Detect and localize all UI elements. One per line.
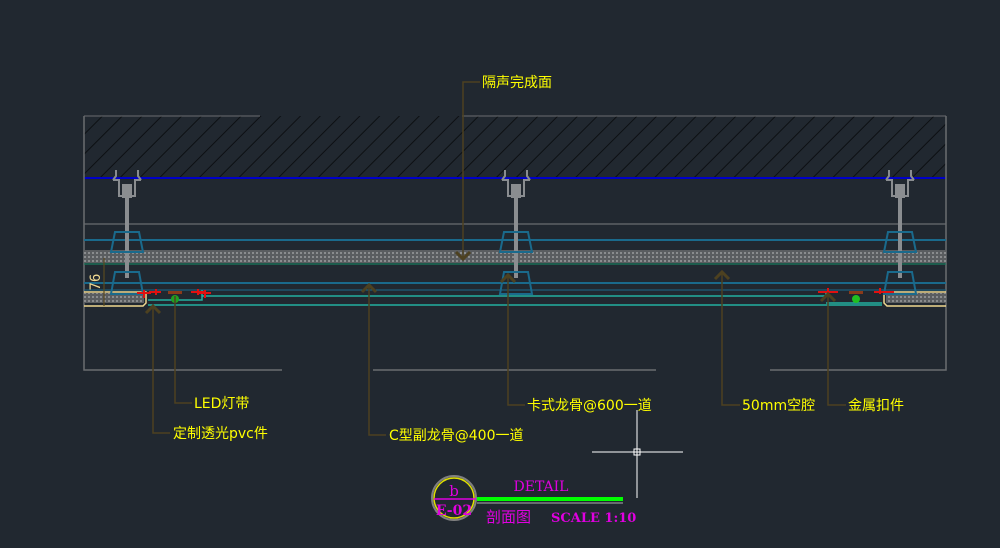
svg-text:76: 76 bbox=[88, 274, 104, 291]
label-metal-clip: 金属扣件 bbox=[848, 398, 904, 414]
bubble-detail-id: b bbox=[449, 482, 459, 500]
label-c-channel: C型副龙骨@400一道 bbox=[389, 428, 524, 444]
hanger-center bbox=[498, 168, 534, 296]
hanger-right bbox=[882, 168, 918, 296]
label-finish-surface: 隔声完成面 bbox=[482, 75, 552, 91]
detail-heading: DETAIL bbox=[514, 479, 569, 495]
concrete-slab bbox=[84, 115, 946, 179]
leader-lines bbox=[144, 81, 846, 436]
section-name: 剖面图 bbox=[486, 508, 531, 526]
title-block: b E-02 DETAIL 剖面图 SCALE 1:10 bbox=[431, 475, 636, 526]
label-led-strip: LED灯带 bbox=[194, 396, 249, 412]
hanger-left bbox=[109, 168, 145, 296]
label-pvc-part: 定制透光pvc件 bbox=[173, 426, 268, 442]
bubble-sheet-id: E-02 bbox=[436, 503, 472, 519]
label-card-keel: 卡式龙骨@600一道 bbox=[527, 398, 652, 414]
scale-label: SCALE 1:10 bbox=[551, 511, 636, 526]
dimension-76: 76 bbox=[88, 258, 105, 306]
led-strip-icon-right bbox=[849, 291, 863, 303]
label-cavity: 50mm空腔 bbox=[742, 398, 815, 414]
crosshair-cursor bbox=[592, 410, 683, 498]
